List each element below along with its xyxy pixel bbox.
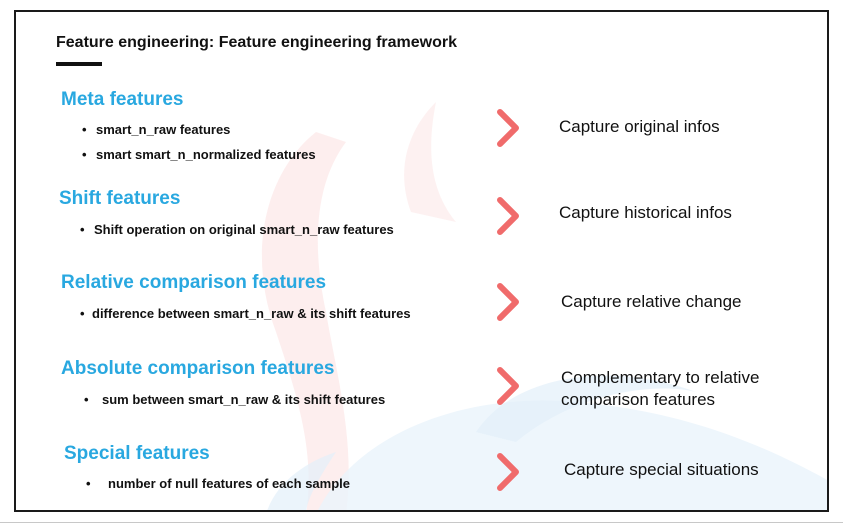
whale-watermark-icon: [261, 102, 827, 510]
bullet-dot: •: [84, 392, 89, 407]
bullet-item: • Shift operation on original smart_n_raw…: [80, 222, 394, 237]
chevron-right-icon: [497, 283, 519, 321]
section-outcome: Capture special situations: [564, 460, 759, 479]
page-title: Feature engineering: Feature engineering…: [56, 34, 457, 51]
section-heading: Meta features: [61, 89, 184, 110]
bullet-text: number of null features of each sample: [108, 476, 350, 491]
bullet-item: • number of null features of each sample: [86, 476, 350, 491]
section-heading: Special features: [64, 443, 210, 464]
bullet-text: Shift operation on original smart_n_raw …: [94, 222, 394, 237]
chevron-right-icon: [497, 367, 519, 405]
bullet-text: difference between smart_n_raw & its shi…: [92, 306, 411, 321]
section-outcome: Capture historical infos: [559, 203, 732, 222]
bullet-item: • smart_n_raw features: [82, 122, 230, 137]
bottom-rule: [0, 522, 843, 523]
bullet-dot: •: [86, 476, 91, 491]
section-heading: Shift features: [59, 188, 181, 209]
bullet-item: • sum between smart_n_raw & its shift fea…: [84, 392, 385, 407]
bullet-text: sum between smart_n_raw & its shift feat…: [102, 392, 386, 407]
chevron-right-icon: [497, 109, 519, 147]
bullet-dot: •: [80, 306, 85, 321]
bullet-text: smart_n_raw features: [96, 122, 231, 137]
section-heading: Absolute comparison features: [61, 358, 335, 379]
chevron-right-icon: [497, 453, 519, 491]
section-outcome: Capture original infos: [559, 117, 720, 136]
section-outcome: Complementary to relative comparison fea…: [561, 368, 760, 409]
section-heading: Relative comparison features: [61, 272, 327, 293]
bullet-item: • smart smart_n_normalized features: [82, 147, 316, 162]
bullet-item: • difference between smart_n_raw & its sh…: [80, 306, 411, 321]
slide-frame: Feature engineering: Feature engineering…: [14, 10, 829, 512]
bullet-dot: •: [82, 147, 87, 162]
section-outcome: Capture relative change: [561, 292, 742, 311]
bullet-dot: •: [80, 222, 85, 237]
chevron-right-icon: [497, 197, 519, 235]
title-underline: [56, 62, 102, 66]
bullet-dot: •: [82, 122, 87, 137]
bullet-text: smart smart_n_normalized features: [96, 147, 316, 162]
